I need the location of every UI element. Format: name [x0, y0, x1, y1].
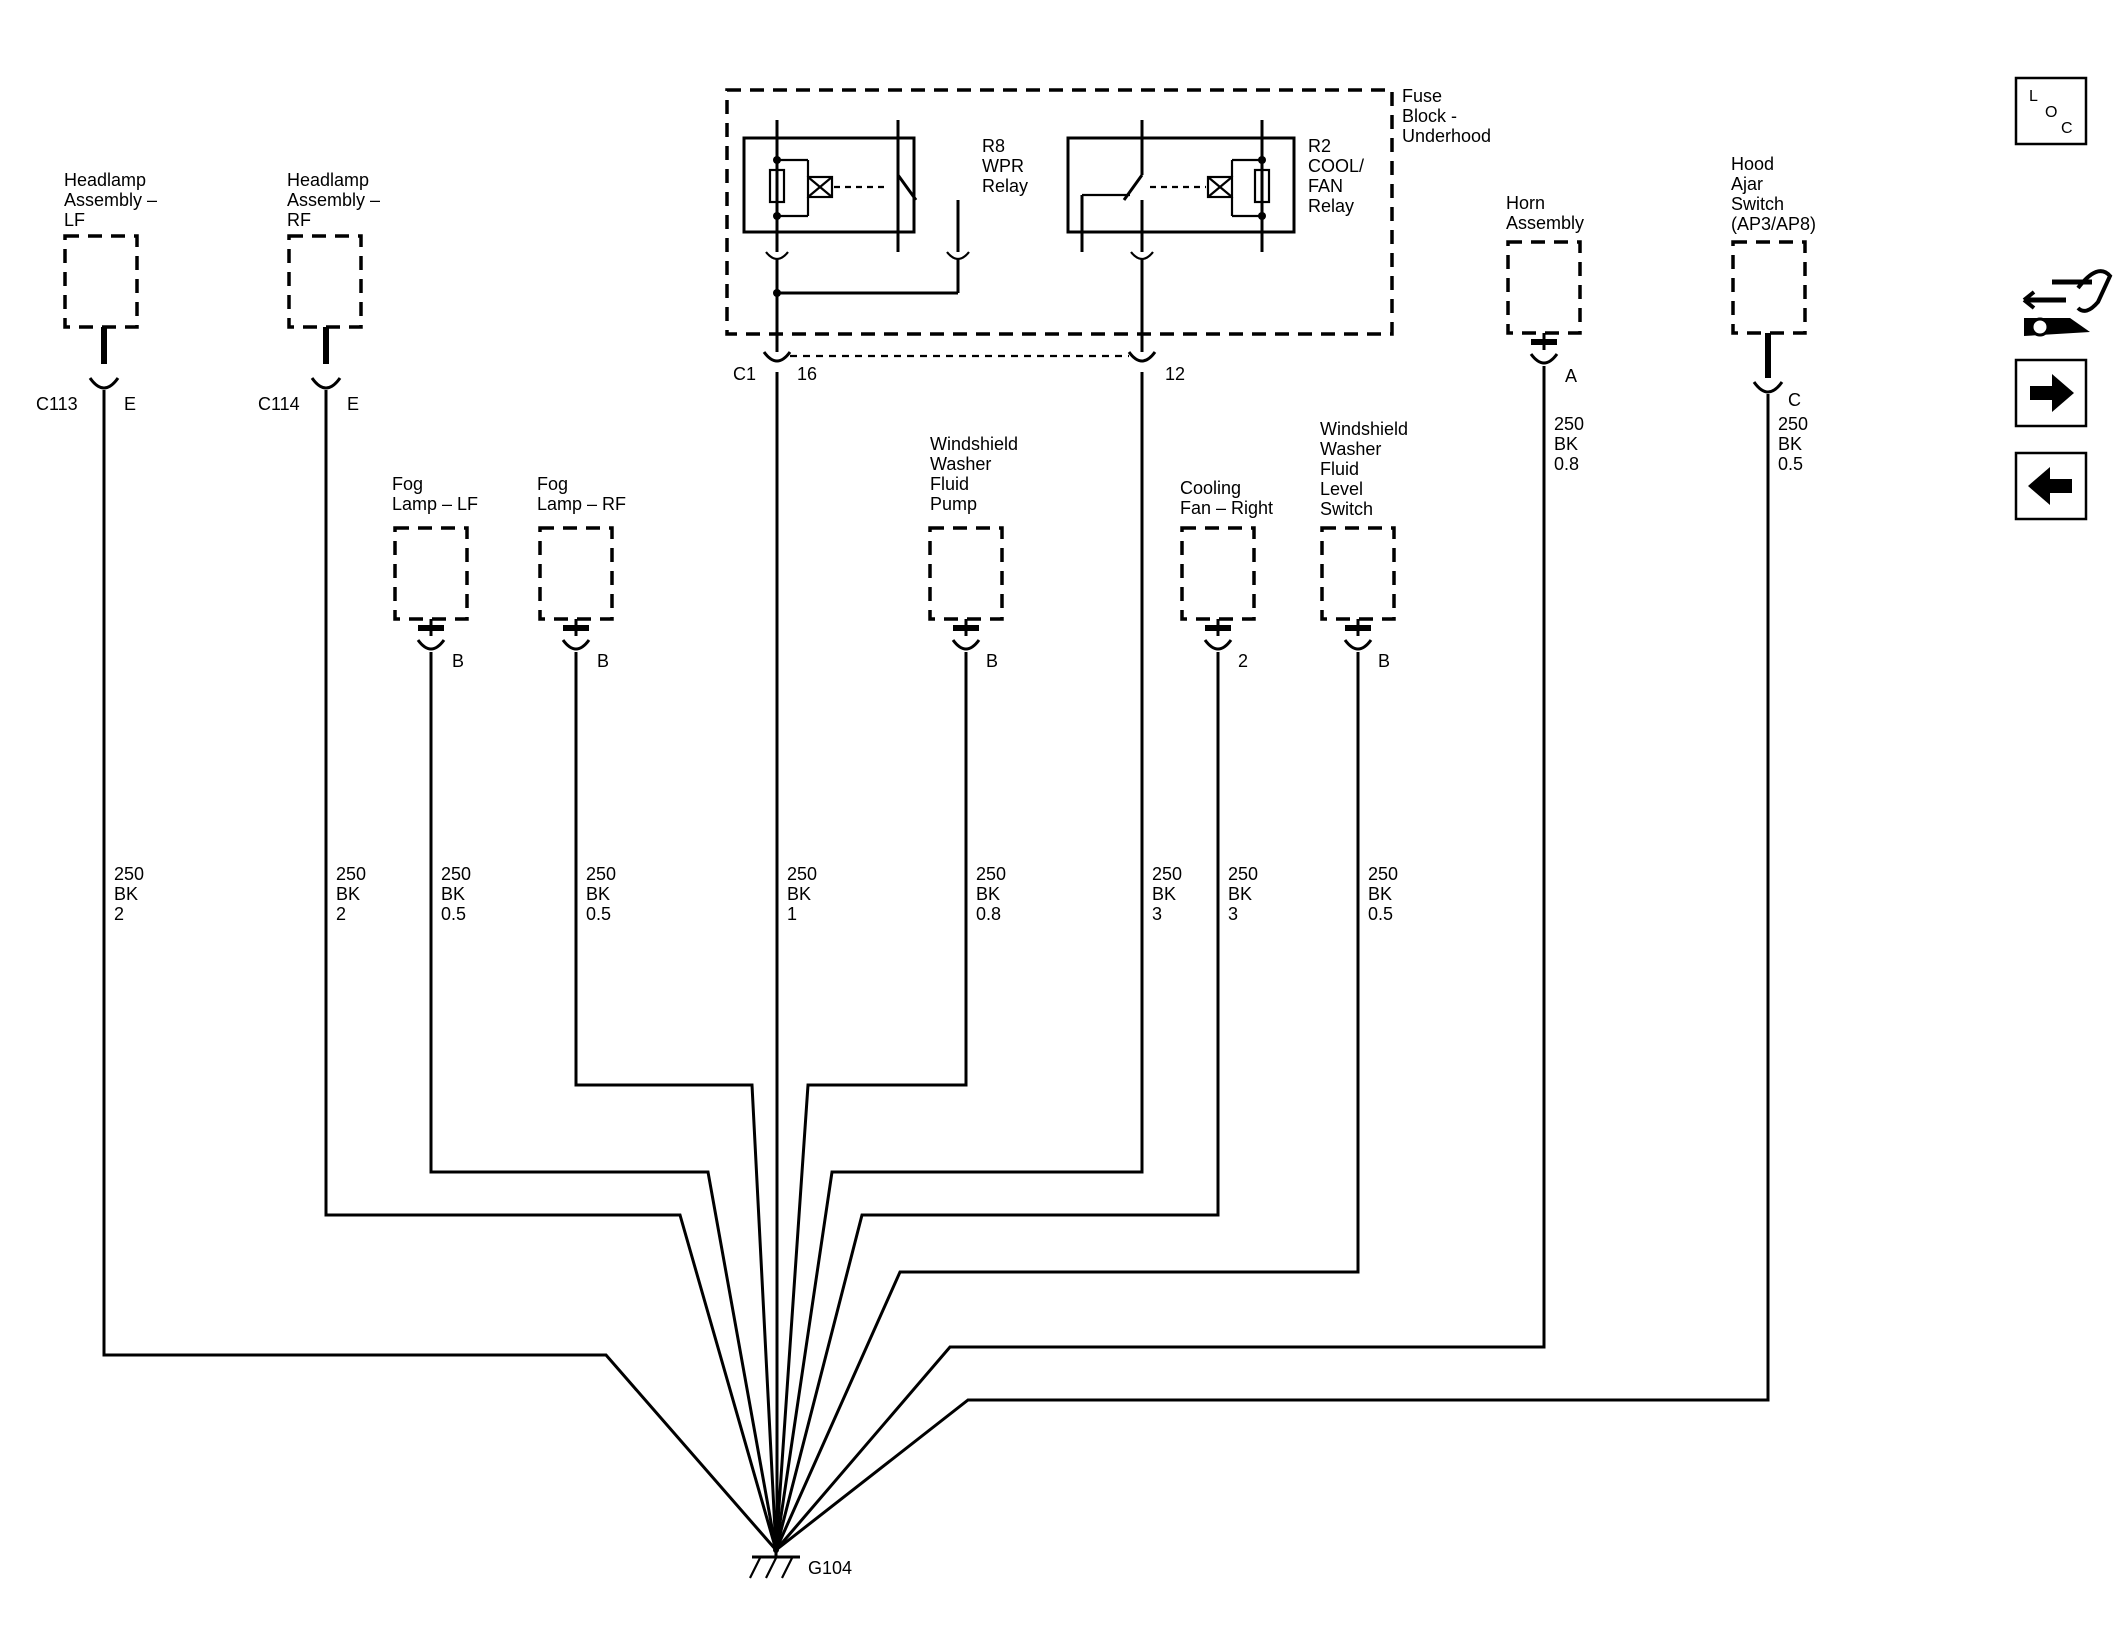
hood-ajar-switch: Hood Ajar Switch (AP3/AP8) C [1731, 154, 1816, 410]
washer-switch-label: Windshield Washer Fluid Level Switch [1320, 419, 1413, 519]
location-button[interactable]: L O C [2014, 76, 2088, 146]
fuse-block-label: Fuse Block - Underhood [1402, 86, 1491, 146]
horn-label: Horn Assembly [1506, 193, 1584, 233]
fog-rf-pin-label: B [597, 651, 609, 671]
connector-c1-label: C1 [733, 364, 756, 384]
fog-lamp-rf: Fog Lamp – RF B [537, 474, 626, 671]
fog-lf-pin-label: B [452, 651, 464, 671]
headlamp-assembly-lf: Headlamp Assembly – LF C113 E [36, 170, 162, 414]
arrow-right-icon [2030, 374, 2074, 412]
loc-letter-o: O [2045, 104, 2057, 121]
ground-wires [102, 366, 1770, 1552]
fog-rf-label: Fog Lamp – RF [537, 474, 626, 514]
headlamp-lf-pin-label: E [124, 394, 136, 414]
hood-ajar-label: Hood Ajar Switch (AP3/AP8) [1731, 154, 1816, 234]
hood-ajar-pin-label: C [1788, 390, 1801, 410]
horn-pin-label: A [1565, 366, 1577, 386]
cooling-fan-label: Cooling Fan – Right [1180, 478, 1273, 518]
headlamp-assembly-rf: Headlamp Assembly – RF C114 E [258, 170, 385, 414]
pin-12-label: 12 [1165, 364, 1185, 384]
washer-switch-pin-label: B [1378, 651, 1390, 671]
r2-cool-fan-relay: R2 COOL/ FAN Relay [1066, 120, 1369, 252]
headlamp-rf-pin-label: E [347, 394, 359, 414]
connector-c113-label: C113 [36, 394, 78, 414]
fog-lamp-lf: Fog Lamp – LF B [392, 474, 478, 671]
arrow-left-icon [2028, 467, 2072, 505]
ground-label: G104 [808, 1558, 852, 1578]
r8-relay-label: R8 WPR Relay [982, 136, 1029, 196]
horn-assembly: Horn Assembly A [1506, 193, 1584, 386]
ground-g104: G104 [749, 1547, 852, 1579]
connector-c114-label: C114 [258, 394, 300, 414]
headlamp-rf-label: Headlamp Assembly – RF [287, 170, 385, 230]
windshield-washer-fluid-level-switch: Windshield Washer Fluid Level Switch B [1320, 419, 1413, 671]
r8-wpr-relay: R8 WPR Relay [742, 120, 1029, 252]
previous-page-button[interactable] [2014, 451, 2088, 521]
washer-pump-pin-label: B [986, 651, 998, 671]
pin-16-label: 16 [797, 364, 817, 384]
cooling-fan-right: Cooling Fan – Right 2 [1180, 478, 1273, 671]
fuse-connector-c1: C1 16 12 [733, 351, 1185, 384]
fuse-block-underhood: Fuse Block - Underhood R8 WPR [725, 86, 1491, 352]
r2-relay-label: R2 COOL/ FAN Relay [1308, 136, 1369, 216]
next-page-button[interactable] [2014, 358, 2088, 428]
loc-letter-l: L [2029, 88, 2038, 105]
washer-pump-label: Windshield Washer Fluid Pump [930, 434, 1023, 514]
headlamp-lf-label: Headlamp Assembly – LF [64, 170, 162, 230]
wrench-hand-icon[interactable] [2022, 269, 2113, 337]
cooling-fan-pin-label: 2 [1238, 651, 1248, 671]
loc-letter-c: C [2061, 120, 2073, 137]
windshield-washer-fluid-pump: Windshield Washer Fluid Pump B [928, 434, 1023, 671]
fog-lf-label: Fog Lamp – LF [392, 474, 478, 514]
